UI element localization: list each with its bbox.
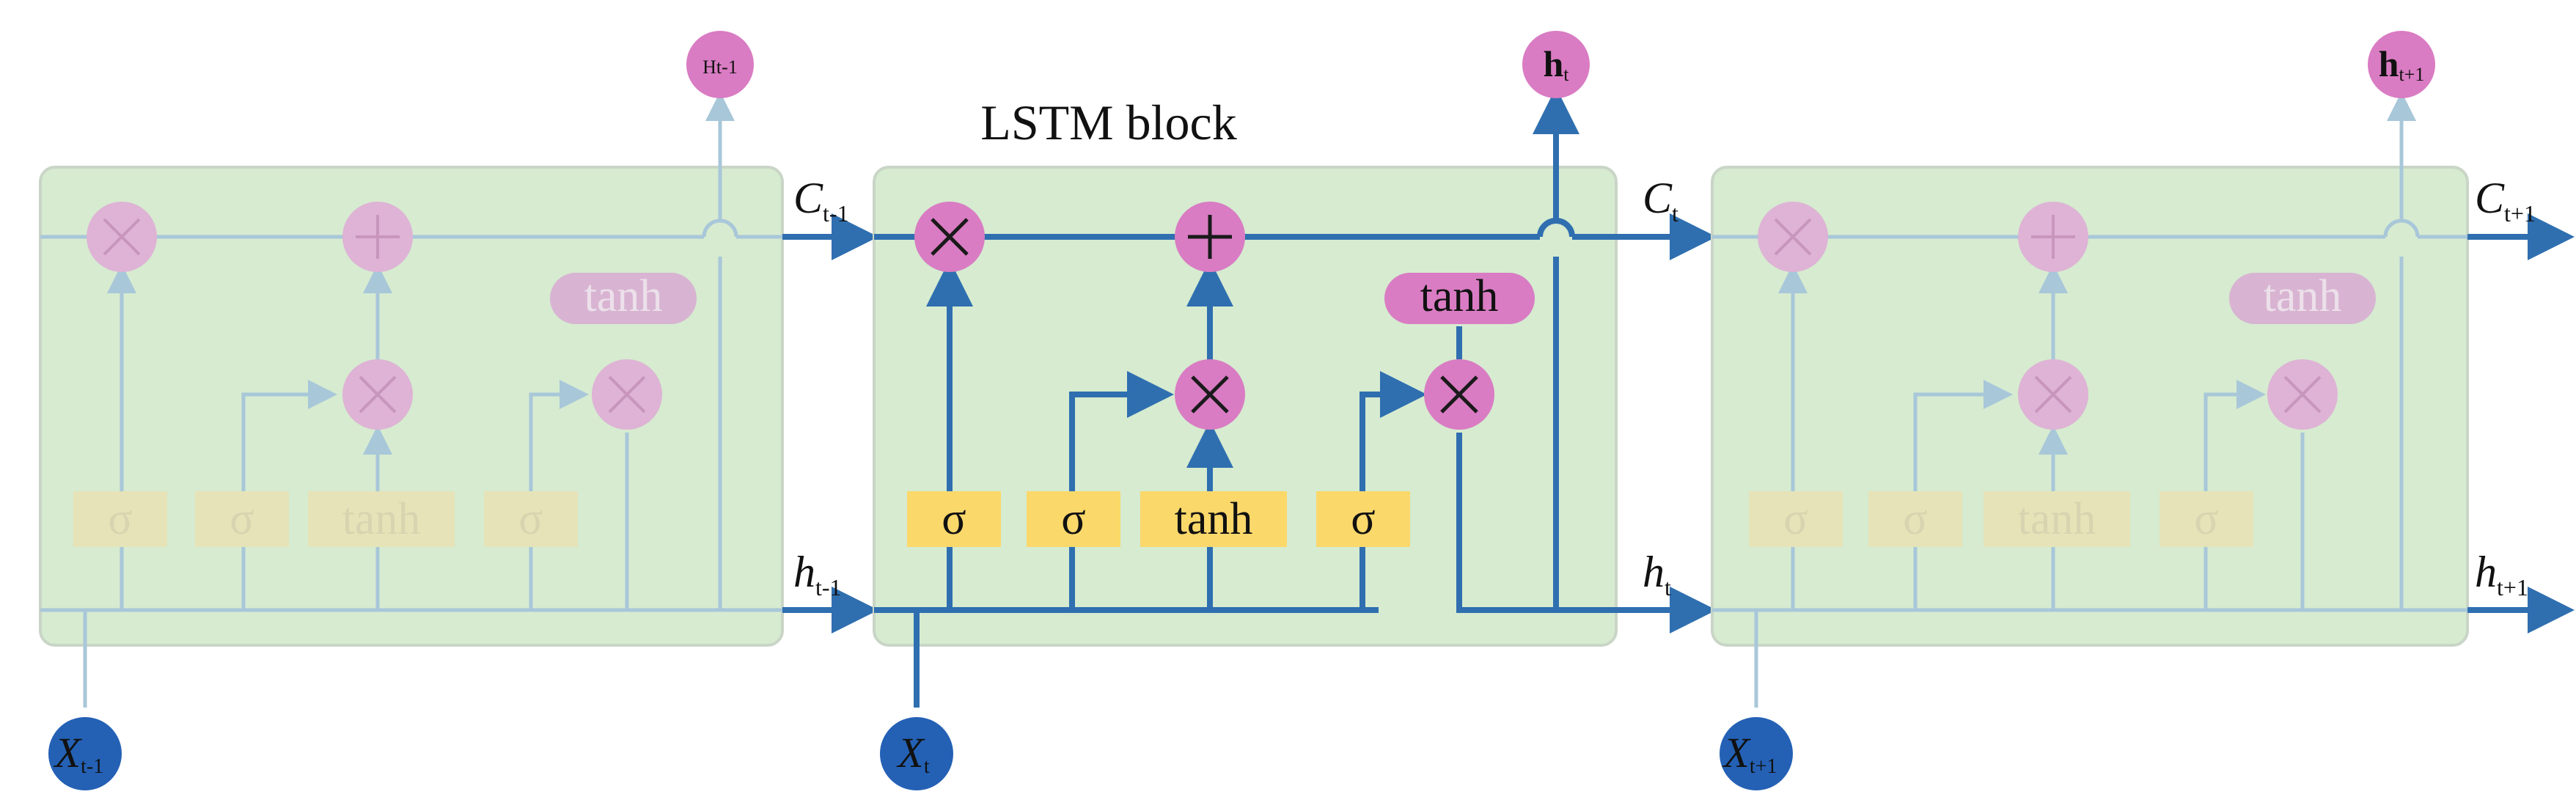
- label-h-prev: ht-1: [793, 548, 842, 601]
- gate-candidate-prev: [308, 491, 455, 547]
- svg-text:σ: σ: [1783, 494, 1808, 544]
- cell-tanh-prev: [550, 273, 697, 324]
- svg-text:σ: σ: [1903, 494, 1927, 544]
- gate-output-next: [2159, 491, 2253, 547]
- svg-text:σ: σ: [1061, 494, 1085, 544]
- output-node-prev: [686, 31, 754, 98]
- svg-text:σ: σ: [1351, 494, 1375, 544]
- lstm-cell-current: tanh σ σ tanh σ ht: [873, 31, 1618, 708]
- svg-text:σ: σ: [518, 494, 543, 544]
- gate-forget: [907, 491, 1001, 547]
- gate-forget-next: [1749, 491, 1843, 547]
- gate-candidate: [1140, 491, 1287, 547]
- gate-input-prev: [195, 491, 289, 547]
- svg-text:tanh: tanh: [2018, 494, 2096, 544]
- svg-text:Xt+1: Xt+1: [1722, 729, 1777, 778]
- output-label-current: ht: [1543, 43, 1569, 85]
- cell-tanh: [1384, 273, 1535, 324]
- lstm-cell-next: tanh σ σ tanh σ ht+1: [1711, 31, 2469, 708]
- label-c-next: Ct+1: [2475, 174, 2536, 227]
- svg-text:tanh: tanh: [584, 271, 663, 321]
- label-c-prev: Ct-1: [793, 174, 849, 227]
- input-node-current: Xt: [880, 717, 953, 790]
- svg-text:tanh: tanh: [1420, 271, 1499, 321]
- input-node-next: Xt+1: [1720, 717, 1793, 790]
- lstm-cell-prev: tanh σ σ tanh σ Ht-1: [39, 31, 784, 708]
- input-node-prev: Xt-1: [48, 717, 122, 790]
- svg-text:σ: σ: [942, 494, 966, 544]
- svg-text:Xt: Xt: [896, 729, 929, 778]
- gate-output: [1316, 491, 1410, 547]
- output-label-next: ht+1: [2379, 43, 2425, 85]
- gate-candidate-next: [1984, 491, 2130, 547]
- svg-text:σ: σ: [108, 494, 132, 544]
- cell-tanh-next: [2229, 273, 2376, 324]
- svg-text:σ: σ: [230, 494, 254, 544]
- output-node-next: [2368, 31, 2435, 98]
- gate-output-prev: [484, 491, 578, 547]
- gate-input: [1027, 491, 1120, 547]
- output-node-current: [1522, 31, 1590, 98]
- svg-text:Xt-1: Xt-1: [54, 729, 104, 778]
- gate-forget-prev: [73, 491, 167, 547]
- svg-text:tanh: tanh: [342, 494, 421, 544]
- svg-text:Ht-1: Ht-1: [702, 56, 738, 78]
- label-h-current: ht: [1643, 548, 1671, 601]
- label-c-current: Ct: [1643, 174, 1678, 227]
- diagram-title: LSTM block: [980, 95, 1236, 150]
- svg-text:tanh: tanh: [2264, 271, 2342, 321]
- svg-text:tanh: tanh: [1175, 494, 1253, 544]
- svg-text:σ: σ: [2194, 494, 2218, 544]
- label-h-next: ht+1: [2475, 548, 2528, 601]
- gate-input-next: [1868, 491, 1962, 547]
